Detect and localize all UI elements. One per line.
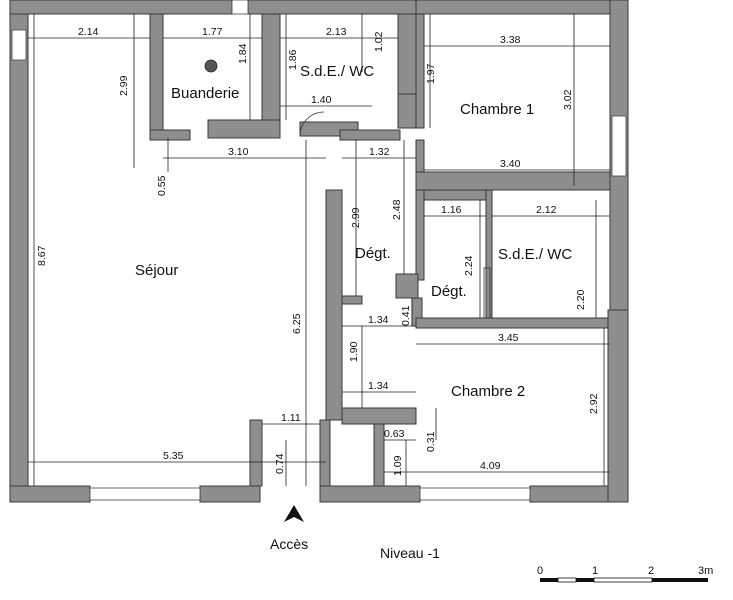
dim-label-2-48: 2.48 [391,199,403,220]
washer-symbol [204,59,218,73]
entry-label: Accès [270,536,308,552]
wall-sde-notch [397,93,417,129]
wall-chambre2-top-left [341,295,363,305]
window-bottom-ch2 [419,487,531,501]
window-top-entry [231,0,249,15]
door-sde-top [299,111,325,137]
wall-right-wedge [607,309,629,503]
dim-label-2-99-degt: 2.99 [350,207,362,228]
wall-sde2-bottom [415,317,611,329]
dim-label-2-20: 2.20 [575,289,587,310]
room-label-degt-2: Dégt. [431,283,467,300]
dim-label-1-32: 1.32 [369,146,390,158]
wall-entry-right [319,419,331,487]
scale-mark-2: 2 [648,565,654,577]
dim-label-1-11: 1.11 [281,412,301,424]
entry-arrow-icon [284,505,304,522]
level-label: Niveau -1 [380,545,440,561]
room-label-degt-1: Dégt. [355,245,391,262]
dim-label-3-10: 3.10 [228,146,249,158]
dim-label-3-38: 3.38 [500,34,521,46]
shower-box [483,267,491,319]
dim-label-1-86: 1.86 [287,49,299,70]
dim-label-1-90: 1.90 [348,341,360,362]
dim-label-0-41: 0.41 [400,305,412,326]
wall-mid-bottom [341,407,417,425]
window-bottom-sejour [89,487,201,501]
wall-chambre1-left-b [415,139,425,173]
wall-top-mid [247,0,417,15]
scale-seg-4 [593,577,653,583]
window-right-ch1 [611,115,627,177]
scale-seg-5 [652,578,708,582]
window-left [11,29,27,61]
wall-degt-inner-v [415,189,425,281]
dim-label-1-77: 1.77 [202,26,223,38]
dim-label-0-63: 0.63 [384,428,405,440]
wall-top-right [415,0,629,15]
scale-mark-0: 0 [537,565,543,577]
dim-label-2-24: 2.24 [463,255,475,276]
windows [11,0,627,501]
wall-chambre1-bottom [415,171,611,191]
room-label-sde-right: S.d.E./ WC [498,246,572,263]
wall-corridor-top-b [339,129,401,141]
scale-seg-3 [576,578,594,582]
dim-label-1-97: 1.97 [425,63,437,84]
dim-label-1-84: 1.84 [237,43,249,64]
wall-outer-left [9,0,29,503]
dim-label-0-74: 0.74 [274,453,286,474]
wall-bottom-1 [9,485,91,503]
dim-label-2-12: 2.12 [536,204,557,216]
scale-seg-2 [557,577,577,583]
scale-seg-1 [540,578,558,582]
room-label-buanderie: Buanderie [171,85,239,102]
wall-sde2-left [485,189,493,321]
wall-buanderie-bottom [207,119,281,139]
dim-label-0-55: 0.55 [156,175,168,196]
dim-label-3-40: 3.40 [500,158,521,170]
wall-bottom-3 [319,485,421,503]
dim-label-2-92: 2.92 [588,393,600,414]
scale-bar: 0 1 2 3m [537,565,713,583]
dim-label-3-02: 3.02 [562,89,574,110]
wall-sejour-degt [325,189,343,421]
room-label-chambre2: Chambre 2 [451,383,525,400]
dim-label-0-31: 0.31 [425,431,437,452]
dim-label-2-13: 2.13 [326,26,347,38]
wall-buanderie-right [261,13,281,139]
dim-label-1-34-b: 1.34 [368,380,389,392]
dim-label-4-09: 4.09 [480,460,501,472]
scale-mark-3m: 3m [698,565,713,577]
dim-label-6-25: 6.25 [291,313,303,334]
dim-label-8-67: 8.67 [36,245,48,266]
wall-degt-inner-top [415,189,487,201]
wall-top-left [9,0,233,15]
room-label-chambre1: Chambre 1 [460,101,534,118]
wall-chambre2-left [373,423,385,487]
dim-label-5-35: 5.35 [163,450,184,462]
wall-sde-right [397,13,417,95]
dim-label-1-02: 1.02 [373,31,385,52]
wall-buanderie-left [149,13,164,139]
dimension-lines [28,14,610,486]
dim-label-1-09: 1.09 [392,455,404,476]
room-label-sde-top: S.d.E./ WC [300,63,374,80]
dim-label-2-14: 2.14 [78,26,99,38]
dim-label-1-40: 1.40 [311,94,332,106]
dim-label-1-34-a: 1.34 [368,314,389,326]
room-label-sejour: Séjour [135,262,178,279]
wall-degt-box [395,273,419,299]
scale-mark-1: 1 [592,565,598,577]
wall-chambre1-left [415,13,425,129]
wall-corridor-top-a [149,129,191,141]
wall-entry-left [249,419,263,487]
dim-label-1-16: 1.16 [441,204,462,216]
dim-label-2-99: 2.99 [118,75,130,96]
dim-label-3-45: 3.45 [498,332,519,344]
wall-bottom-2 [199,485,261,503]
